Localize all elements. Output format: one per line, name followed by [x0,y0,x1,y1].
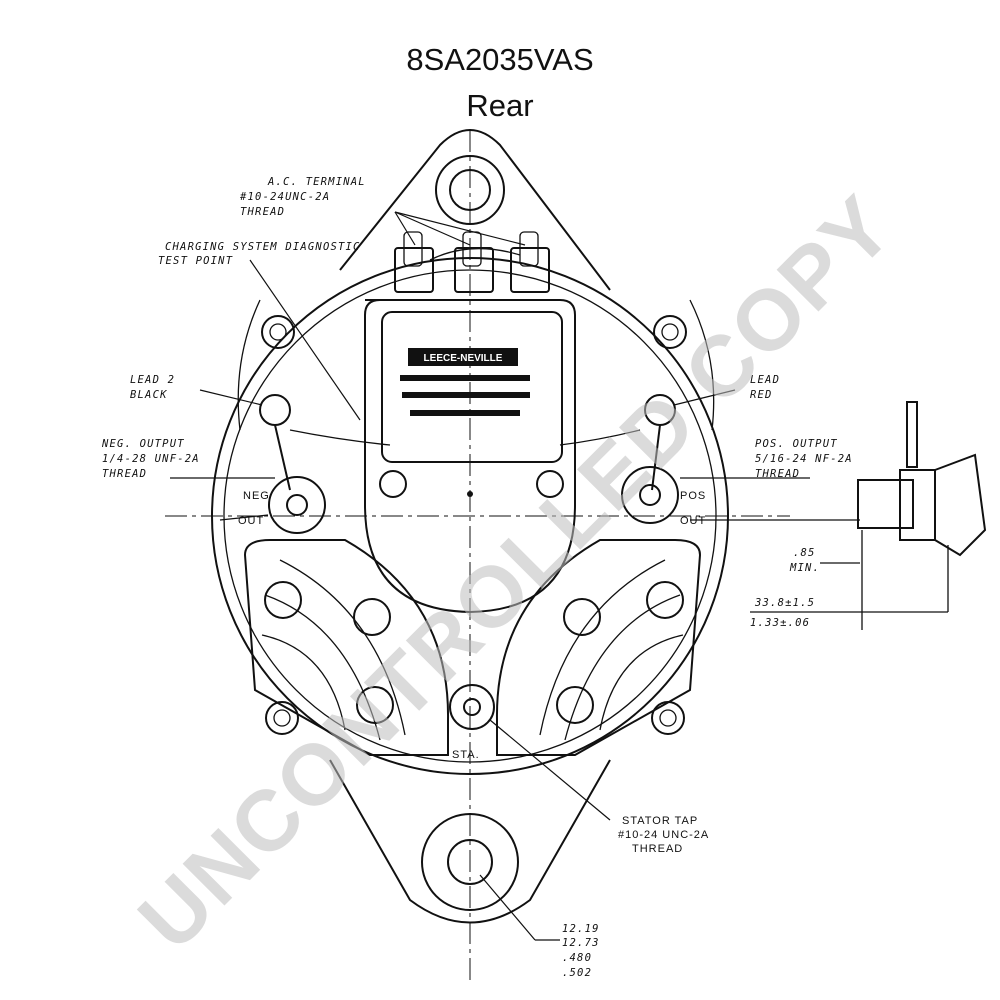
drawing-subtitle: Rear [466,88,534,123]
cooling-vents [243,539,702,756]
lead-red-label-1: LEAD [750,374,780,386]
lead2-label-2: BLACK [130,389,168,401]
hole-dim-1: 12.19 [562,923,600,935]
hole-dim-4: .502 [562,967,592,979]
diagnostic-label-2: TEST POINT [158,255,233,267]
ac-terminals [394,231,550,293]
neg-label: NEG [243,490,270,502]
sta-label: STA. [452,749,480,761]
ac-terminal-label-1: A.C. TERMINAL [267,176,366,188]
diagnostic-label-1: CHARGING SYSTEM DIAGNOSTIC [165,241,361,253]
neg-output-label-3: THREAD [102,468,147,480]
dimension-labels: .85 MIN. 33.8±1.5 1.33±.06 12.19 12.73 .… [562,547,820,979]
centerlines [165,130,790,985]
neg-output-label-2: 1/4-28 UNF-2A [102,453,200,465]
output-leads [259,394,679,534]
hole-dim-2: 12.73 [562,937,600,949]
regulator: LEECE-NEVILLE [364,299,576,614]
terminal-side-view [857,401,987,630]
stator-tap-stud [449,684,495,730]
pos-label: POS [680,490,706,502]
min-dimension-value: .85 [793,547,816,559]
pos-output-label-1: POS. OUTPUT [755,438,838,450]
lead2-label-1: LEAD 2 [130,374,175,386]
brand-label: LEECE-NEVILLE [424,353,503,364]
neg-out-label: OUT [238,515,264,527]
pos-output-label-2: 5/16-24 NF-2A [755,453,853,465]
pos-output-label-3: THREAD [755,468,800,480]
drawing-title: 8SA2035VAS [406,42,594,77]
hole-dim-3: .480 [562,952,592,964]
neg-output-stud [268,476,326,534]
ac-terminal-label-3: THREAD [240,206,285,218]
depth-dimension-mm: 33.8±1.5 [754,597,815,609]
stator-tap-label-3: THREAD [632,843,683,855]
bottom-mount-hole [421,813,519,911]
pos-out-label: OUT [680,515,706,527]
callout-labels: A.C. TERMINAL #10-24UNC-2A THREAD CHARGI… [101,176,853,855]
alternator-housing [211,129,729,924]
pos-output-stud [621,466,679,524]
lead-red-label-2: RED [750,389,773,401]
top-mount-hole [435,155,505,225]
stator-tap-label-2: #10-24 UNC-2A [618,829,709,841]
ac-terminal-label-2: #10-24UNC-2A [239,191,330,203]
stator-tap-label-1: STATOR TAP [622,815,698,827]
neg-output-label-1: NEG. OUTPUT [101,438,185,450]
depth-dimension-in: 1.33±.06 [750,617,810,629]
min-dimension-label: MIN. [789,562,820,574]
leader-lines [170,211,948,941]
brand-plate [408,348,518,366]
